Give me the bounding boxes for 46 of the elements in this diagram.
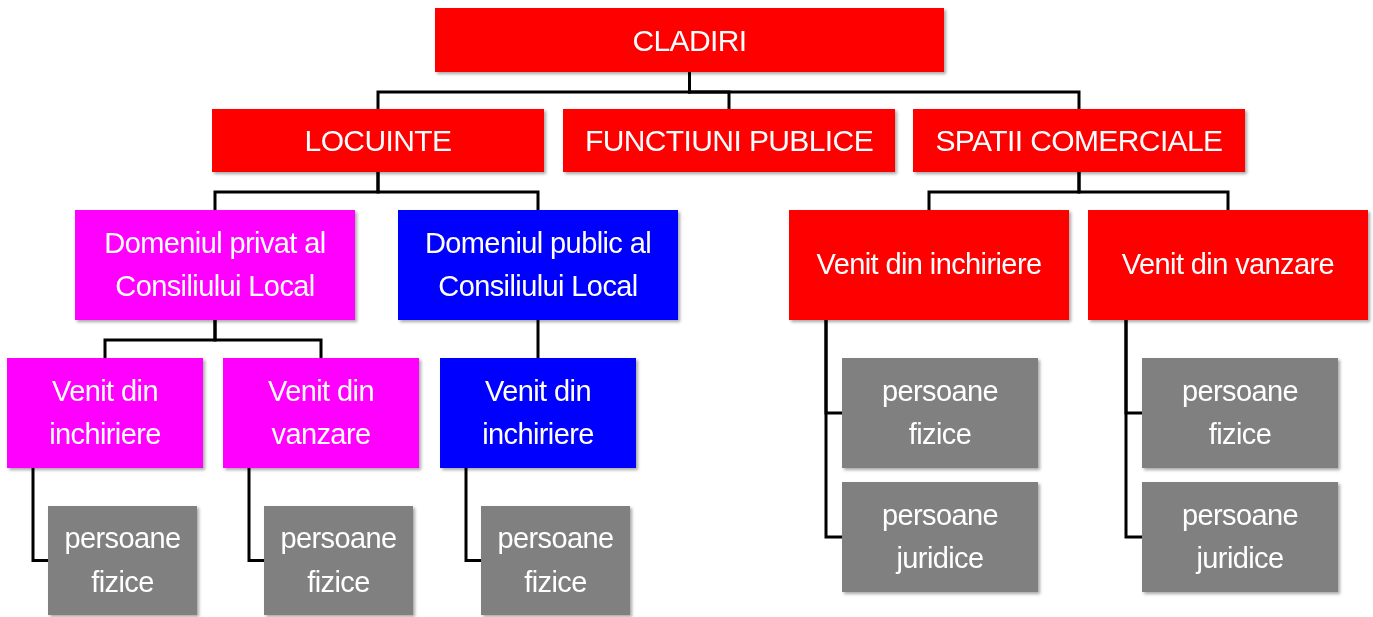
- box-label: Venit din vanzare: [1121, 247, 1335, 283]
- connector-line: [536, 320, 540, 358]
- connector-line: [688, 72, 1081, 109]
- org-box: [435, 8, 944, 72]
- org-box: [842, 358, 1038, 468]
- org-box: [842, 482, 1038, 592]
- box-label: persoane fizice: [279, 521, 398, 600]
- org-box: [440, 358, 636, 468]
- org-box: [563, 109, 895, 172]
- org-box: [212, 109, 544, 172]
- connector-line: [376, 172, 540, 210]
- box-label: persoane fizice: [63, 521, 182, 600]
- box-label: Venit din inchiriere: [48, 373, 162, 452]
- org-box: [264, 506, 413, 615]
- connector-line: [247, 468, 264, 562]
- org-box: [1142, 358, 1338, 468]
- org-box: [223, 358, 419, 468]
- box-label: persoane fizice: [1180, 373, 1300, 452]
- box-label: FUNCTIUNI PUBLICE: [584, 123, 874, 159]
- box-label: CLADIRI: [632, 22, 747, 59]
- box-label: SPATII COMERCIALE: [935, 123, 1223, 159]
- box-label: persoane juridice: [880, 497, 1000, 576]
- org-box: [1142, 482, 1338, 592]
- org-box: [913, 109, 1245, 172]
- org-box: [7, 358, 203, 468]
- org-box: [48, 506, 197, 615]
- connector-line: [213, 320, 323, 358]
- connector-line: [1124, 320, 1142, 539]
- box-label: Venit din inchiriere: [481, 373, 595, 452]
- org-box: [789, 210, 1069, 320]
- connector-line: [31, 468, 48, 562]
- connector-line: [464, 468, 481, 562]
- org-box: [398, 210, 678, 320]
- connector-line: [1077, 172, 1230, 210]
- org-box: [75, 210, 355, 320]
- connector-line: [824, 320, 842, 539]
- org-box: [1088, 210, 1368, 320]
- box-label: Venit din vanzare: [267, 373, 375, 452]
- box-label: persoane juridice: [1180, 497, 1300, 576]
- box-label: LOCUINTE: [304, 123, 452, 159]
- box-label: Domeniul public al Consiliului Local: [423, 225, 653, 304]
- box-label: Venit din inchiriere: [816, 247, 1042, 283]
- box-label: Domeniul privat al Consiliului Local: [103, 225, 327, 304]
- box-label: persoane fizice: [496, 521, 615, 600]
- box-label: persoane fizice: [880, 373, 1000, 452]
- org-box: [481, 506, 630, 615]
